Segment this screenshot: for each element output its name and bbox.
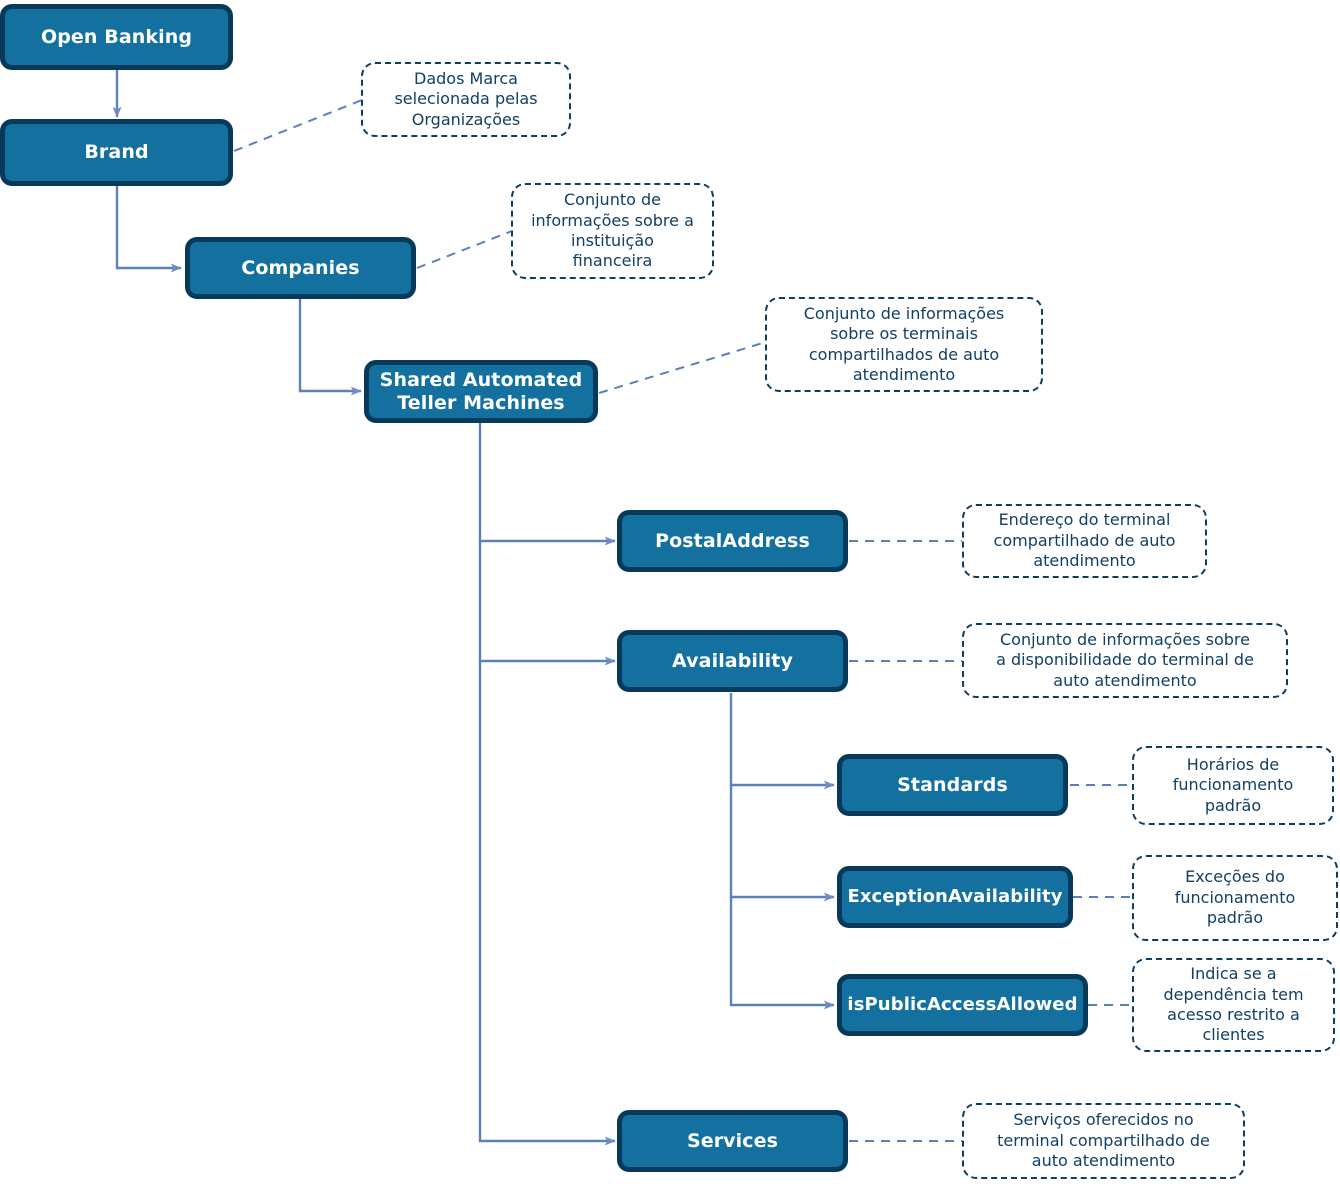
node-shared-automated-teller-machines-label: Shared Automated Teller Machines — [379, 368, 583, 414]
note-exception-availability-text: Exceções do funcionamento padrão — [1174, 867, 1296, 928]
note-services-text: Serviços oferecidos no terminal comparti… — [997, 1110, 1210, 1171]
note-standards: Horários de funcionamento padrão — [1132, 746, 1334, 825]
node-is-public-access-allowed-label: isPublicAccessAllowed — [847, 994, 1078, 1016]
edge-brand-to-companies — [115, 186, 182, 273]
note-shared-atm: Conjunto de informações sobre os termina… — [765, 297, 1043, 392]
note-exception-availability: Exceções do funcionamento padrão — [1132, 855, 1338, 941]
edge-shared-atm-to-services — [478, 661, 616, 1146]
note-availability-text: Conjunto de informações sobre a disponib… — [996, 629, 1254, 690]
node-postal-address-label: PostalAddress — [655, 529, 810, 552]
node-postal-address[interactable]: PostalAddress — [617, 510, 848, 572]
edge-shared-atm-to-availability — [478, 541, 616, 666]
note-services: Serviços oferecidos no terminal comparti… — [962, 1103, 1245, 1179]
leader-brand-note — [233, 99, 363, 152]
edge-availability-to-exception-availability — [729, 785, 835, 902]
node-exception-availability[interactable]: ExceptionAvailability — [837, 866, 1073, 928]
leader-shared-atm-note — [598, 341, 767, 394]
node-open-banking-label: Open Banking — [40, 25, 193, 48]
node-services[interactable]: Services — [617, 1110, 848, 1172]
note-standards-text: Horários de funcionamento padrão — [1172, 754, 1294, 815]
node-is-public-access-allowed[interactable]: isPublicAccessAllowed — [837, 974, 1088, 1036]
node-availability[interactable]: Availability — [617, 630, 848, 692]
note-availability: Conjunto de informações sobre a disponib… — [962, 623, 1288, 698]
node-open-banking[interactable]: Open Banking — [0, 4, 233, 70]
node-companies-label: Companies — [241, 256, 360, 279]
node-companies[interactable]: Companies — [185, 237, 416, 299]
note-postal-address-text: Endereço do terminal compartilhado de au… — [993, 510, 1176, 571]
node-standards[interactable]: Standards — [837, 754, 1068, 816]
edge-shared-atm-to-postal-address — [478, 423, 616, 546]
note-is-public-access-allowed-text: Indica se a dependência tem acesso restr… — [1163, 964, 1304, 1045]
node-brand-label: Brand — [84, 141, 149, 164]
edge-companies-to-shared-atm — [298, 299, 362, 396]
node-services-label: Services — [686, 1129, 779, 1152]
leader-companies-note — [416, 230, 513, 269]
node-availability-label: Availability — [672, 649, 793, 672]
edge-availability-to-is-public-access-allowed — [729, 897, 835, 1010]
note-brand-text: Dados Marca selecionada pelas Organizaçõ… — [394, 68, 538, 129]
note-companies: Conjunto de informações sobre a institui… — [511, 183, 714, 279]
node-shared-automated-teller-machines[interactable]: Shared Automated Teller Machines — [364, 360, 598, 423]
note-companies-text: Conjunto de informações sobre a institui… — [531, 190, 694, 271]
node-exception-availability-label: ExceptionAvailability — [847, 886, 1063, 908]
note-postal-address: Endereço do terminal compartilhado de au… — [962, 504, 1207, 578]
node-brand[interactable]: Brand — [0, 119, 233, 186]
note-brand: Dados Marca selecionada pelas Organizaçõ… — [361, 62, 571, 137]
note-is-public-access-allowed: Indica se a dependência tem acesso restr… — [1132, 958, 1335, 1052]
edge-availability-to-standards — [729, 693, 835, 790]
note-shared-atm-text: Conjunto de informações sobre os termina… — [803, 303, 1005, 384]
node-standards-label: Standards — [897, 773, 1008, 796]
